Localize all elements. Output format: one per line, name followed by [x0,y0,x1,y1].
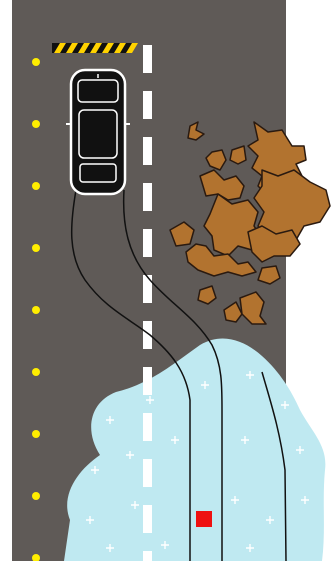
lane-dash [143,229,152,257]
edge-dot [32,368,40,376]
edge-dot [32,492,40,500]
lane-dash [143,45,152,73]
lane-dash [143,183,152,211]
lane-dash [143,91,152,119]
lane-dash [143,505,152,533]
hazard-marker-icon [196,511,212,527]
lane-dash [143,275,152,303]
edge-dot [32,430,40,438]
edge-dot [32,58,40,66]
edge-dot [32,306,40,314]
lane-dash [143,459,152,487]
lane-dash [143,137,152,165]
edge-dot [32,244,40,252]
lane-dash [143,413,152,441]
car-icon [66,70,130,194]
road-barrier-icon [52,43,138,53]
edge-dot [32,182,40,190]
edge-dot [32,120,40,128]
lane-dash [143,367,152,395]
lane-dash [143,551,152,561]
